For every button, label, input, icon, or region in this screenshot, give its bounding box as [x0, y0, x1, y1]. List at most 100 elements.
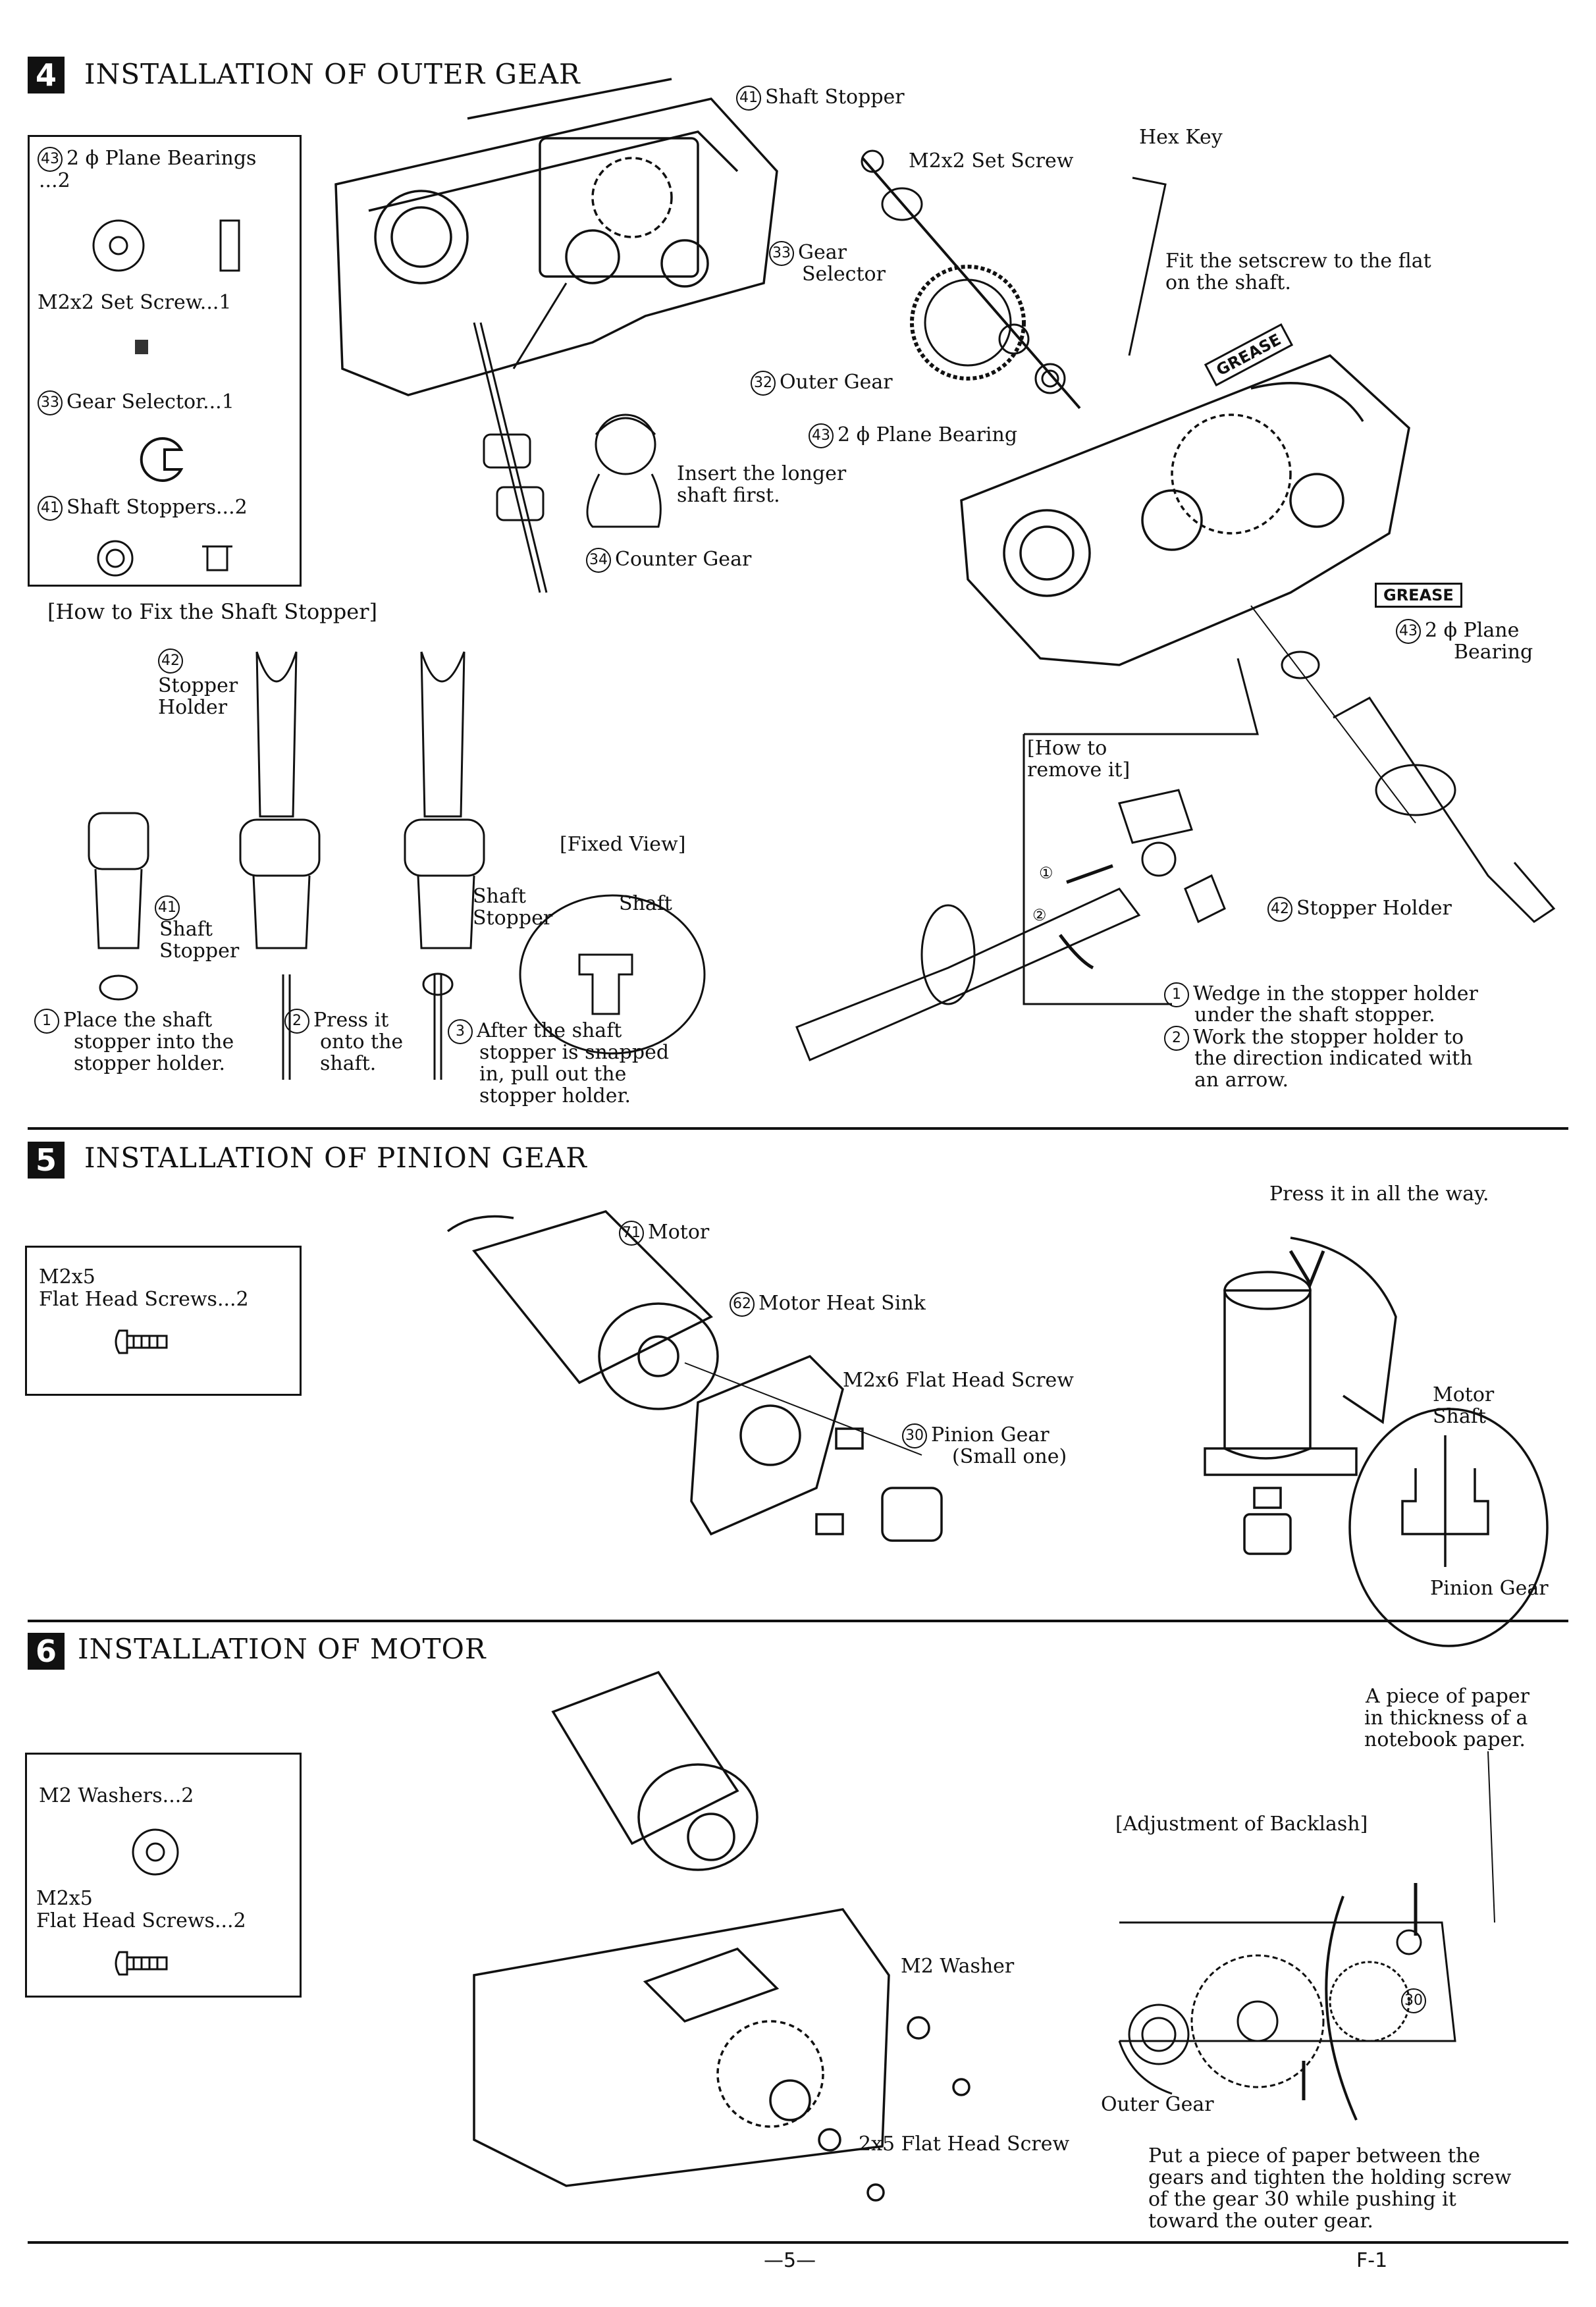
bearings-qty: ...2 — [39, 169, 70, 192]
press-pinion-illustration — [1204, 1236, 1549, 1647]
remove-mark-1: ① — [1039, 864, 1053, 882]
section-4-title: INSTALLATION OF OUTER GEAR — [84, 58, 581, 90]
washer-callout: M2 Washer — [901, 1955, 1015, 1978]
shaft-stopper-icon — [97, 540, 232, 577]
step-2-line3: shaft. — [320, 1052, 377, 1075]
section-5-number: 5 — [28, 1142, 65, 1179]
page-number: —5— — [764, 2249, 816, 2272]
section-6-number: 6 — [28, 1633, 65, 1670]
hexkey-callout: Hex Key — [1139, 126, 1223, 149]
flat-head-screw-icon — [115, 1329, 168, 1354]
paper-note-1: A piece of paper — [1366, 1685, 1530, 1708]
gear-selector-icon — [140, 437, 184, 482]
remove-step-2-2: the direction indicated with — [1194, 1047, 1473, 1070]
section-6-parts-box: M2 Washers...2 M2x5 Flat Head Screws...2 — [25, 1753, 302, 1998]
screw-callout: 2x5 Flat Head Screw — [859, 2133, 1070, 2156]
paper-note-2: in thickness of a — [1364, 1707, 1528, 1730]
pinion-callout-2: (Small one) — [952, 1445, 1067, 1468]
s6-screws-line2: Flat Head Screws...2 — [36, 1909, 246, 1932]
shaft-stopper-label: Shaft Stopper — [159, 918, 240, 963]
step-3-line2: stopper is snapped — [479, 1041, 670, 1064]
s5-parts-line2: Flat Head Screws...2 — [39, 1288, 249, 1311]
shaft-stopper-num: 41 — [155, 895, 184, 920]
motor-install-exploded — [473, 1670, 971, 2202]
remove-inset — [795, 658, 1259, 1061]
put-note-3: of the gear 30 while pushing it — [1148, 2188, 1456, 2211]
page-code: F-1 — [1356, 2249, 1388, 2272]
gear-selector-callout-2: Selector — [802, 263, 886, 286]
backlash-adjustment — [1118, 1751, 1495, 2121]
section-5-parts-box: M2x5 Flat Head Screws...2 — [25, 1246, 302, 1396]
motor-pinion-exploded — [446, 1210, 943, 1542]
how-remove-1: [How to — [1027, 737, 1107, 760]
s6-screws-line1: M2x5 — [36, 1887, 93, 1910]
flat-screw-callout: M2x6 Flat Head Screw — [843, 1369, 1074, 1392]
step-2-line2: onto the — [320, 1030, 404, 1053]
backlash-heading: [Adjustment of Backlash] — [1115, 1813, 1368, 1836]
section-6-title: INSTALLATION OF MOTOR — [78, 1633, 487, 1665]
put-note-1: Put a piece of paper between the — [1148, 2144, 1480, 2167]
step-3-line4: stopper holder. — [479, 1084, 631, 1107]
remove-step-1-2: under the shaft stopper. — [1194, 1003, 1435, 1026]
counter-gear-shaft — [473, 282, 568, 593]
fit-note-2: on the shaft. — [1165, 271, 1291, 294]
setscrew-icon — [135, 340, 148, 354]
outer-gear-label: Outer Gear — [1101, 2093, 1214, 2116]
fixed-view-detail — [519, 894, 706, 1055]
setscrew-callout: M2x2 Set Screw — [909, 149, 1074, 172]
pinion-gear-label: Pinion Gear — [1430, 1577, 1549, 1600]
setscrew-part: M2x2 Set Screw...1 — [38, 291, 232, 314]
divider-2 — [28, 1620, 1568, 1622]
fixed-view-label: [Fixed View] — [560, 833, 686, 856]
remove-mark-2: ② — [1032, 906, 1047, 924]
how-to-fix-heading: [How to Fix the Shaft Stopper] — [47, 599, 377, 624]
stopper-holder-num: 42 — [158, 649, 187, 674]
fit-note-1: Fit the setscrew to the flat — [1165, 250, 1431, 273]
section-5-title: INSTALLATION OF PINION GEAR — [84, 1142, 587, 1174]
outer-gear-exploded — [861, 149, 1167, 410]
put-note-2: gears and tighten the holding screw — [1148, 2166, 1512, 2189]
insert-note-2: shaft first. — [677, 484, 780, 507]
paper-note-3: notebook paper. — [1364, 1728, 1526, 1751]
bearing-icon — [92, 219, 240, 272]
flat-head-screw-icon-2 — [115, 1951, 168, 1976]
press-note: Press it in all the way. — [1269, 1182, 1489, 1206]
grease-tag-2: GREASE — [1375, 583, 1462, 608]
fixed-view-shaft-stopper: Shaft Stopper — [473, 885, 553, 930]
insert-note-1: Insert the longer — [677, 462, 847, 485]
remove-step-2-3: an arrow. — [1194, 1069, 1289, 1092]
s6-washer-part: M2 Washers...2 — [39, 1784, 194, 1807]
gear-30-label: 30 — [1401, 1988, 1430, 2013]
bearing2-callout-2: Bearing — [1454, 641, 1533, 664]
divider-1 — [28, 1127, 1568, 1130]
step-3-line3: in, pull out the — [479, 1063, 627, 1086]
divider-bottom — [28, 2241, 1568, 2244]
step-1-line2: stopper into the — [74, 1030, 234, 1053]
motor-shaft-label-1: Motor — [1433, 1383, 1495, 1406]
fixed-view-shaft: Shaft — [619, 892, 672, 915]
gearbox-housing-right — [960, 354, 1410, 666]
s5-parts-line1: M2x5 — [39, 1265, 95, 1288]
gearbox-housing-top — [334, 78, 778, 396]
washer-icon — [132, 1828, 179, 1876]
